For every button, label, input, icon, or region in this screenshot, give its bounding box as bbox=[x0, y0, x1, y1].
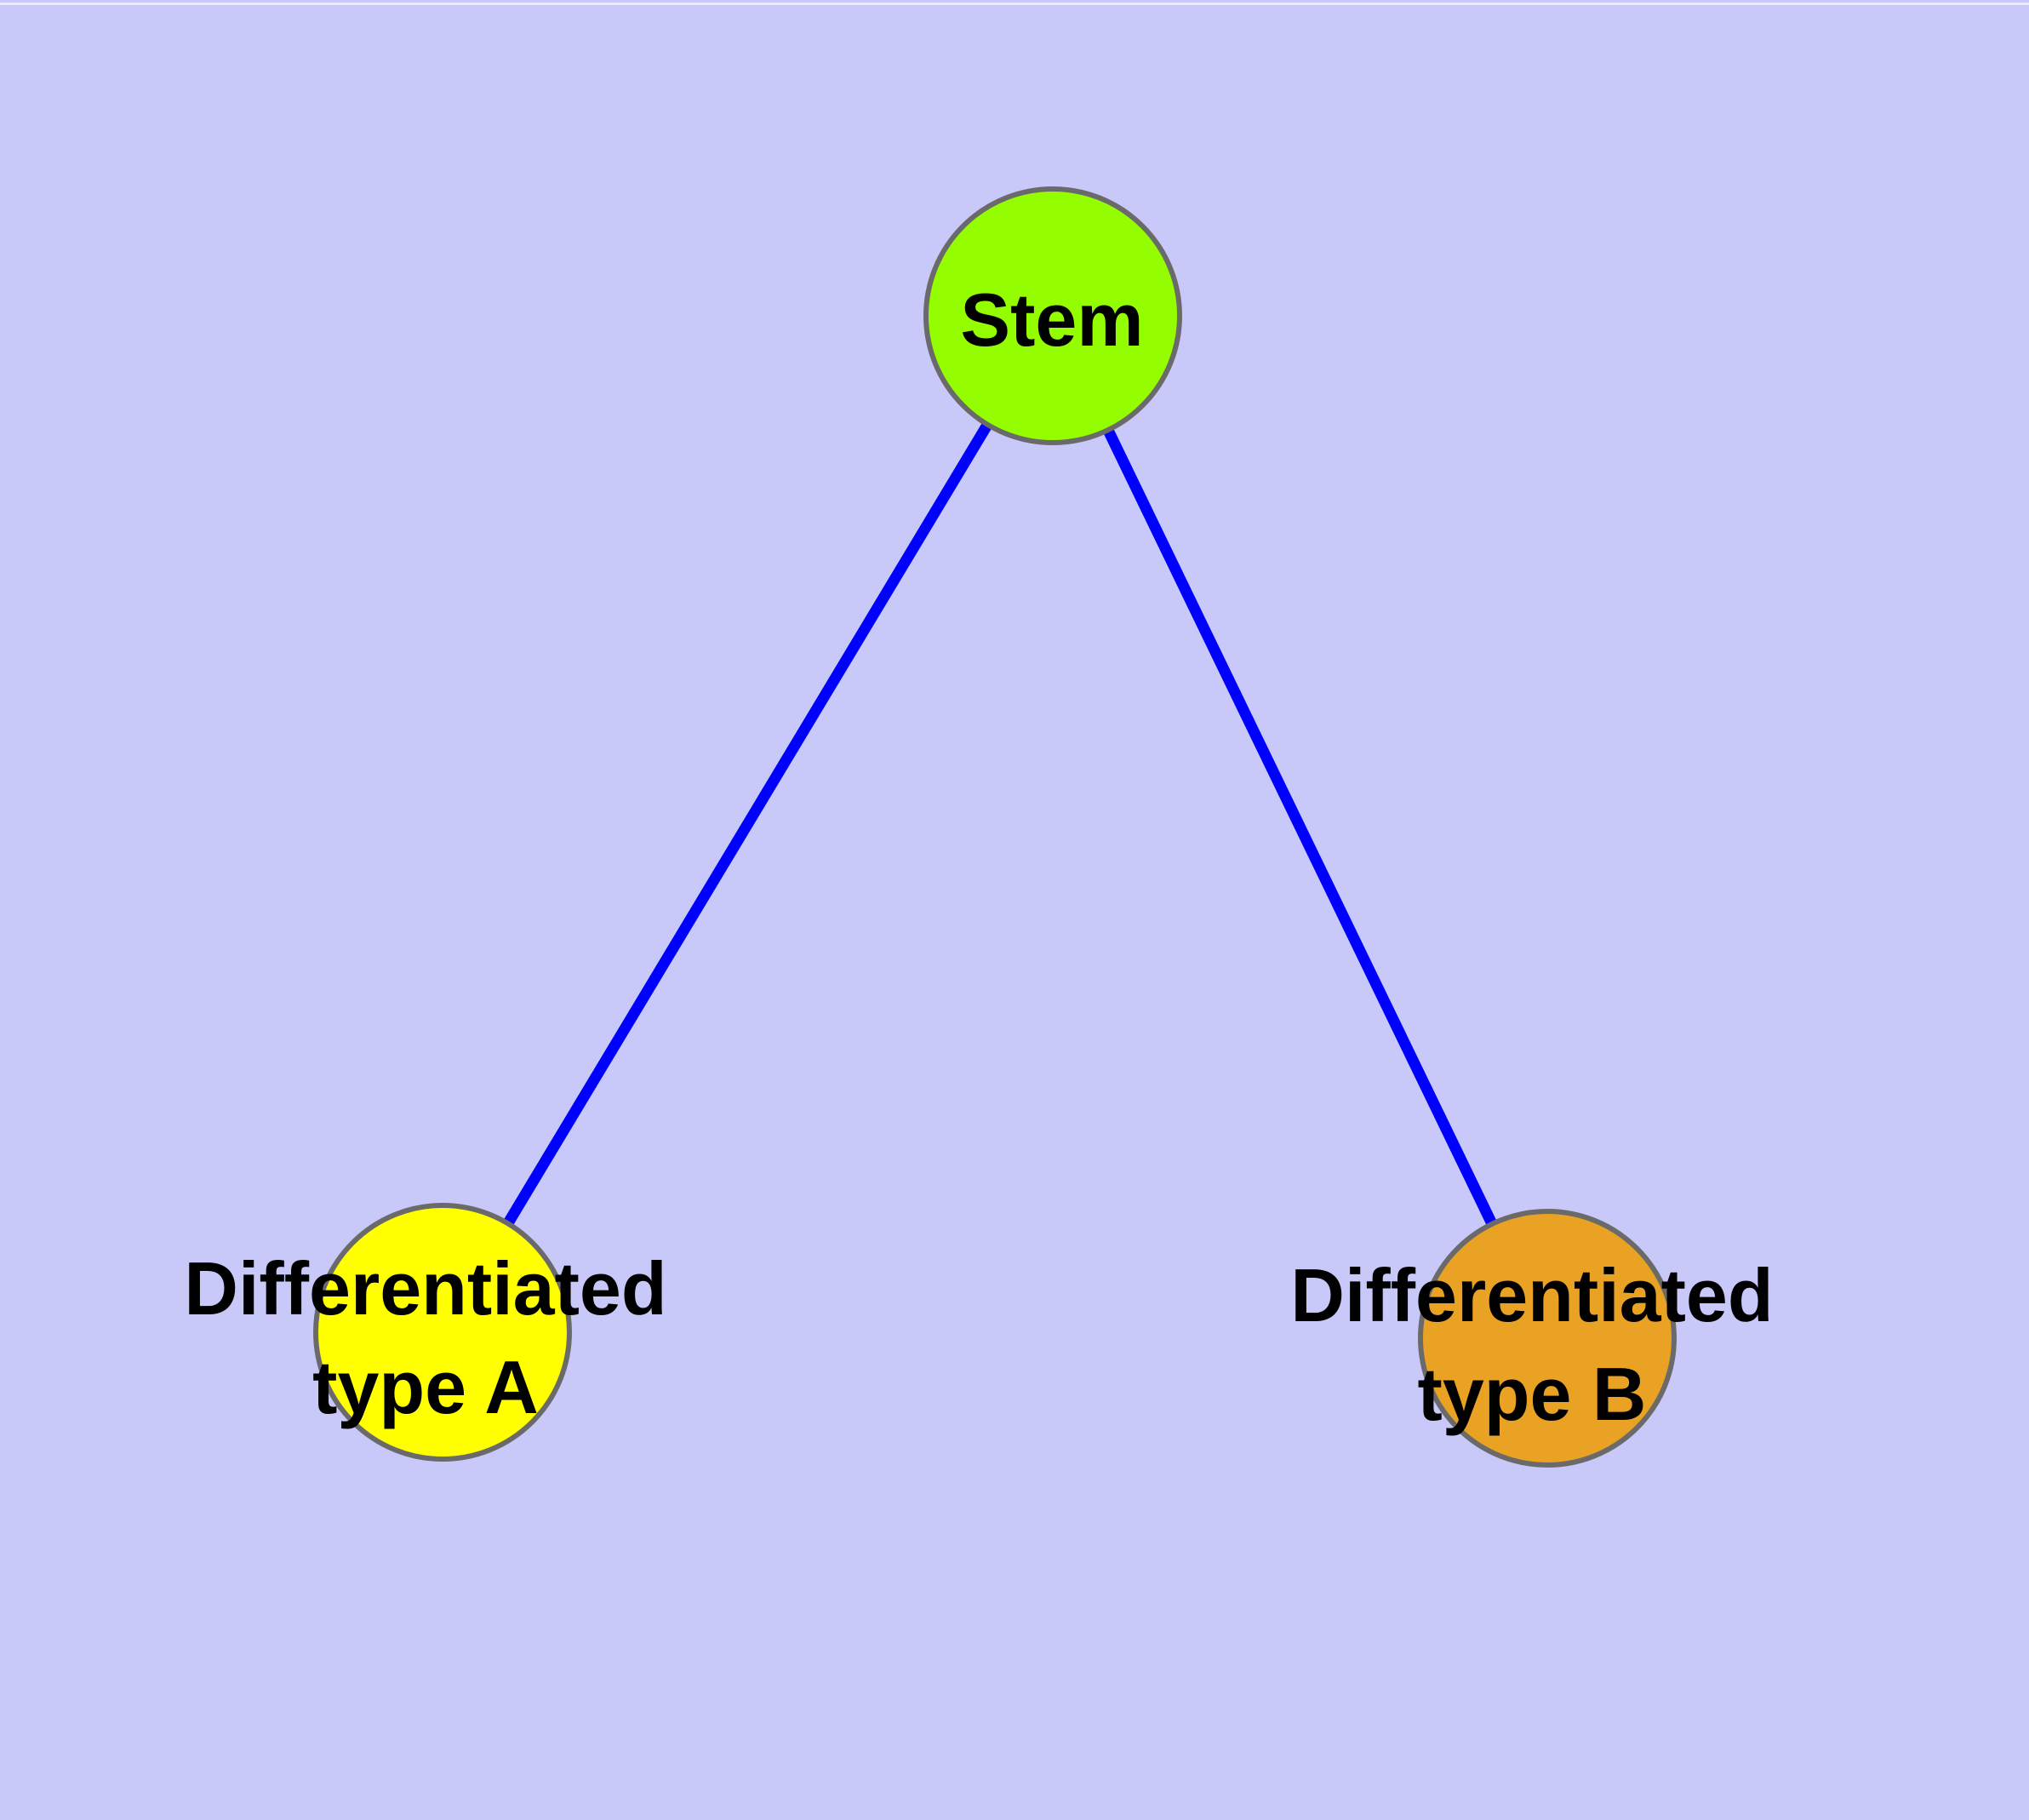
node-stem bbox=[923, 186, 1182, 445]
node-differentiated-type-a bbox=[313, 1203, 572, 1462]
edge-stem-to-type-a bbox=[437, 312, 1058, 1336]
edge-stem-to-type-b bbox=[1048, 313, 1552, 1341]
node-differentiated-type-b bbox=[1418, 1209, 1677, 1468]
